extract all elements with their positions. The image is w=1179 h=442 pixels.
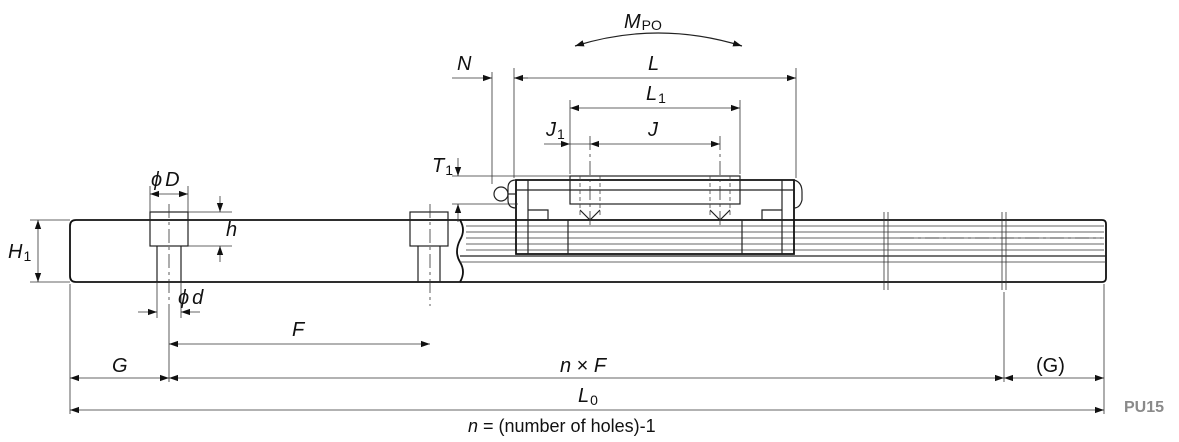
figure-code: PU15	[1124, 399, 1164, 416]
label-G-right: (G)	[1036, 355, 1065, 377]
label-L1: L1	[646, 83, 666, 106]
rail	[69, 212, 1107, 290]
label-h: h	[226, 219, 237, 241]
label-L: L	[648, 53, 659, 75]
label-F: F	[292, 319, 306, 341]
moment-label: MPO	[624, 11, 662, 33]
label-T1: T1	[432, 155, 453, 178]
footnote: n = (number of holes)-1	[468, 416, 656, 436]
label-nxF: n × F	[560, 355, 608, 377]
rail-hole-1	[149, 204, 189, 306]
label-N: N	[457, 53, 472, 75]
label-G-left: G	[112, 355, 128, 377]
label-H1: H1	[8, 241, 31, 264]
label-J: J	[647, 119, 659, 141]
carriage-block	[493, 136, 803, 255]
rail-hole-2	[409, 204, 449, 306]
label-J1: J1	[545, 119, 565, 142]
moment-arrow	[574, 32, 743, 47]
label-L0: L0	[578, 385, 598, 408]
